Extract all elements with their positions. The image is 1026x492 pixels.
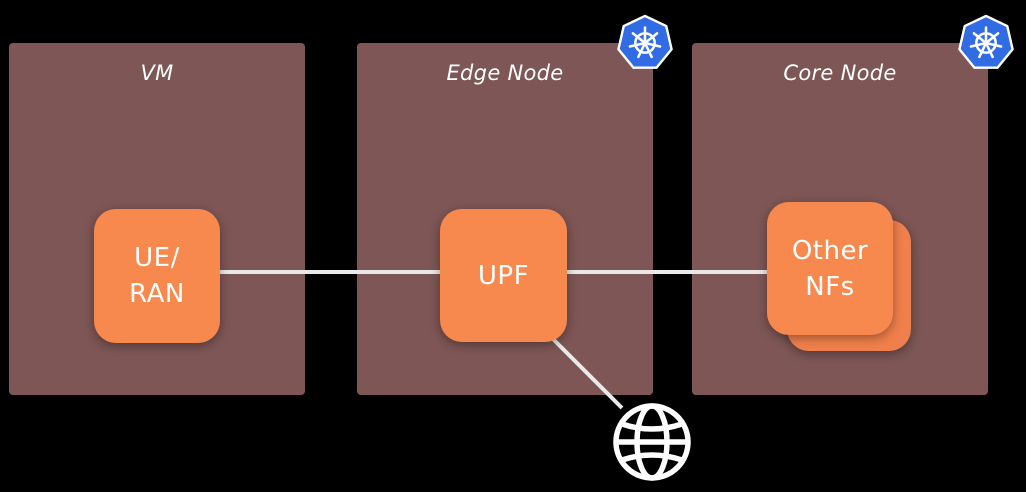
upf-node: UPF [440, 209, 567, 342]
core-node-panel-title: Core Node [783, 61, 897, 85]
other-nfs-node-label: Other NFs [791, 235, 869, 302]
ran-upf-link [214, 270, 448, 274]
edge-node-panel-title: Edge Node [446, 61, 564, 85]
ue-ran-node-label: UE/ RAN [129, 243, 185, 309]
upf-node-label: UPF [477, 260, 530, 291]
vm-panel-title: VM [140, 61, 174, 85]
kubernetes-icon [617, 14, 673, 69]
upf-other-nfs-link [562, 270, 774, 274]
globe-icon [613, 403, 691, 481]
kubernetes-icon [958, 14, 1014, 69]
ue-ran-node: UE/ RAN [94, 209, 220, 343]
other-nfs-node: Other NFs [767, 202, 893, 335]
